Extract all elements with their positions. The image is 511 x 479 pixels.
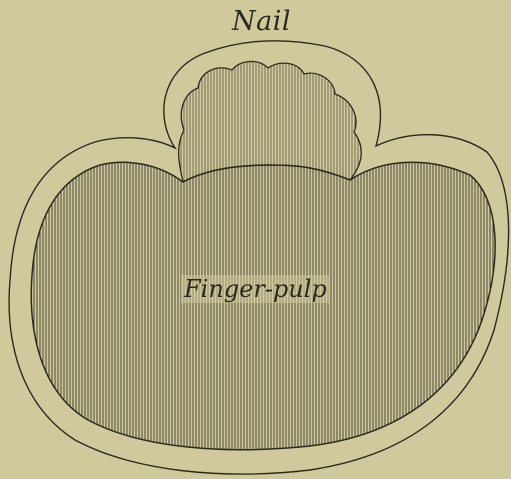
nail-bed bbox=[179, 61, 362, 182]
nail-label: Nail bbox=[232, 6, 291, 37]
finger-pulp-region bbox=[31, 162, 495, 449]
finger-pulp-label: Finger-pulp bbox=[181, 275, 330, 303]
